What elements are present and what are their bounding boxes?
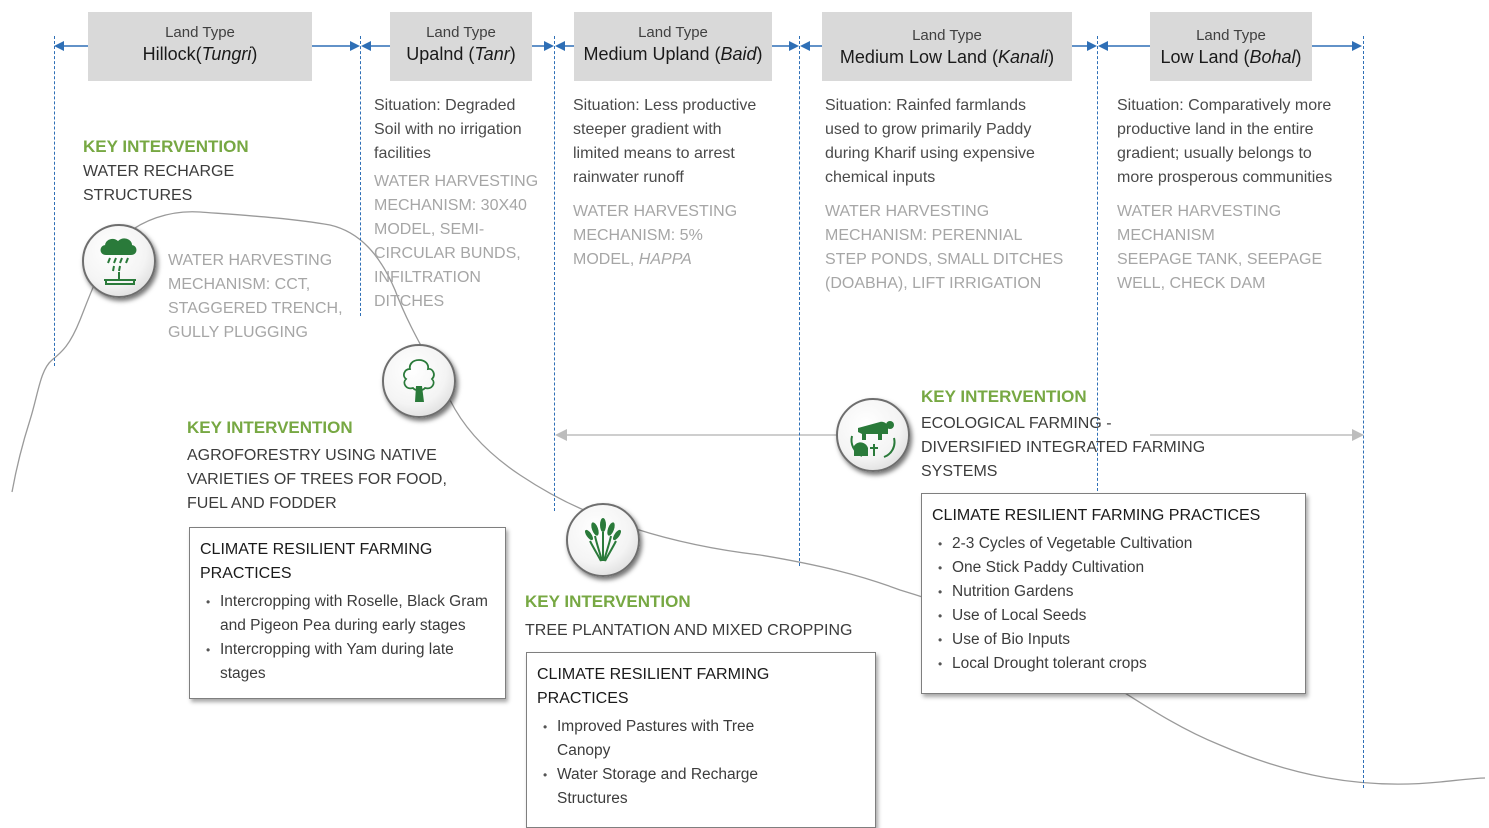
practice-item: One Stick Paddy Cultivation	[938, 556, 1295, 580]
divider-1	[54, 36, 55, 366]
key-intervention-title: KEY INTERVENTION	[525, 592, 691, 611]
divider-4	[799, 36, 800, 566]
header-hillock: Land Type Hillock(Tungri)	[88, 12, 312, 81]
tree-icon	[382, 344, 456, 418]
rain-recharge-icon	[82, 224, 156, 298]
header-upland: Land Type Upalnd (Tanr)	[390, 12, 532, 81]
practices-title: PRACTICES	[537, 690, 629, 707]
header-medium-low-land: Land Type Medium Low Land (Kanali)	[822, 12, 1072, 81]
practice-item: Local Drought tolerant crops	[938, 652, 1295, 676]
divider-5	[1097, 36, 1098, 496]
key-intervention-text: TREE PLANTATION AND MIXED CROPPING	[525, 622, 853, 639]
practices-box-ecological: CLIMATE RESILIENT FARMING PRACTICES 2-3 …	[921, 493, 1306, 694]
livestock-farming-icon	[836, 398, 910, 472]
divider-6	[1363, 36, 1364, 788]
key-intervention-title: KEY INTERVENTION	[83, 137, 249, 156]
header-type: Land Type	[912, 27, 982, 44]
practices-title: PRACTICES	[200, 565, 292, 582]
wheat-crop-icon	[566, 503, 640, 577]
header-medium-upland: Land Type Medium Upland (Baid)	[574, 12, 772, 81]
practices-box-agroforestry: CLIMATE RESILIENT FARMING PRACTICES Inte…	[189, 527, 506, 699]
header-type: Land Type	[426, 24, 496, 41]
header-name: Upalnd (Tanr)	[406, 44, 516, 64]
header-low-land: Land Type Low Land (Bohal)	[1150, 12, 1312, 81]
practice-item: Nutrition Gardens	[938, 580, 1295, 604]
practice-item: Use of Local Seeds	[938, 604, 1295, 628]
header-name: Hillock(Tungri)	[142, 44, 258, 64]
header-type: Land Type	[1196, 27, 1266, 44]
divider-3	[554, 36, 555, 511]
header-type: Land Type	[638, 24, 708, 41]
header-name: Low Land (Bohal)	[1160, 47, 1302, 67]
practices-title: CLIMATE RESILIENT FARMING	[537, 666, 770, 683]
practices-box-tree-plantation: CLIMATE RESILIENT FARMING PRACTICES Impr…	[526, 652, 876, 828]
key-intervention-title: KEY INTERVENTION	[187, 418, 353, 437]
practices-title: CLIMATE RESILIENT FARMING	[200, 541, 433, 558]
header-name: Medium Upland (Baid)	[583, 44, 763, 64]
key-intervention-title: KEY INTERVENTION	[921, 387, 1087, 406]
key-intervention-text: ECOLOGICAL FARMING -DIVERSIFIED INTEGRAT…	[921, 415, 1206, 480]
header-name: Medium Low Land (Kanali)	[839, 47, 1055, 67]
header-type: Land Type	[165, 24, 235, 41]
practices-title: CLIMATE RESILIENT FARMING PRACTICES	[932, 507, 1261, 524]
practice-item: 2-3 Cycles of Vegetable Cultivation	[938, 532, 1295, 556]
practice-item: Intercropping with Roselle, Black Graman…	[206, 590, 495, 638]
divider-2	[360, 36, 361, 316]
practice-item: Use of Bio Inputs	[938, 628, 1295, 652]
terrain-slope-line	[11, 211, 1486, 785]
